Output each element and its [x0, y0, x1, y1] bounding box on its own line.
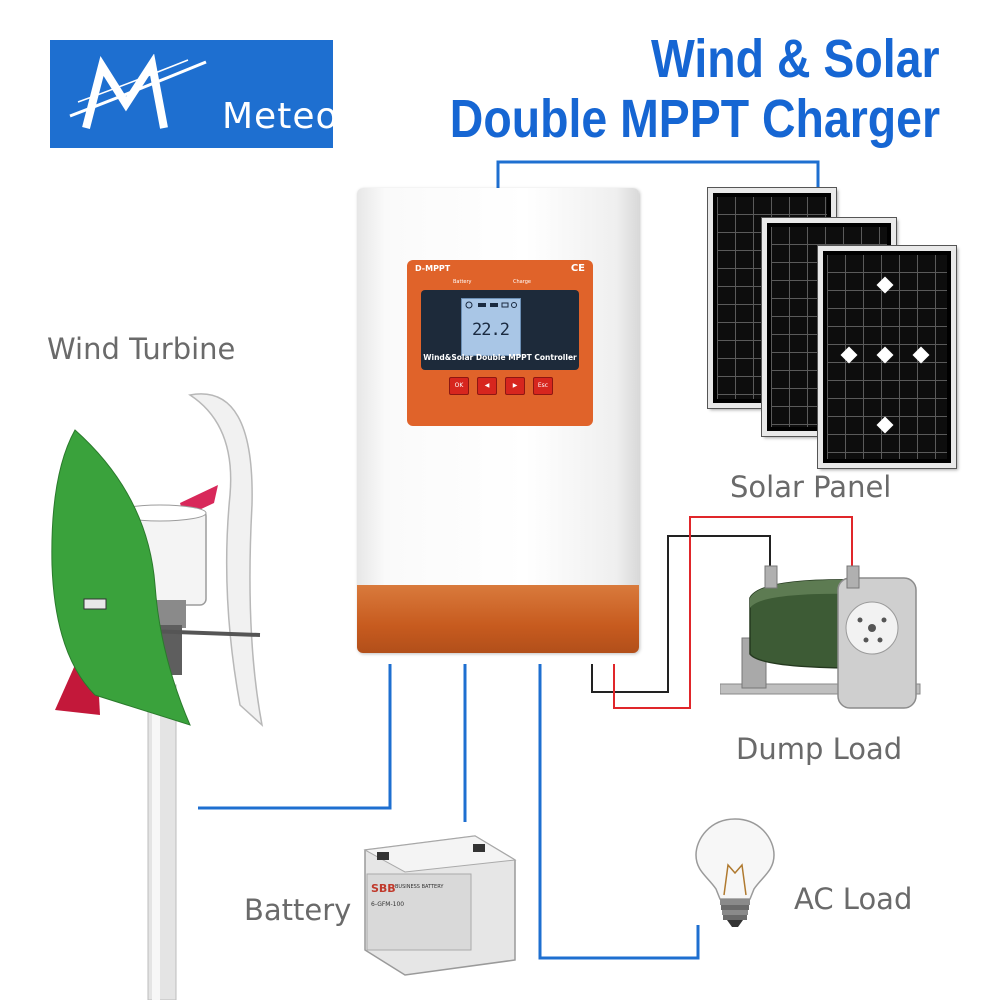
label-wind-turbine: Wind Turbine — [47, 332, 236, 366]
lcd-status-icons — [465, 301, 517, 309]
wire-solar — [496, 160, 820, 188]
controller-caption: Wind&Solar Double MPPT Controller — [423, 353, 577, 362]
label-solar-panel: Solar Panel — [730, 470, 892, 504]
display-frame: 22.2 — [421, 290, 579, 370]
wind-turbine — [51, 393, 264, 1000]
label-ac-load: AC Load — [794, 882, 913, 916]
wire-turbine — [198, 664, 392, 810]
meteor-logo-mark — [69, 54, 207, 129]
battery-brand-tag: BUSINESS BATTERY — [395, 884, 444, 890]
controller-panel: D-MPPT CE Battery Charge 22.2 Wind&Solar… — [407, 260, 593, 426]
controller-model: D-MPPT — [415, 264, 451, 273]
brand-name: Meteor — [222, 96, 355, 137]
esc-button[interactable]: Esc — [533, 377, 553, 395]
lcd-screen: 22.2 — [461, 298, 521, 356]
wire-dump-red — [613, 516, 853, 709]
ce-mark: CE — [570, 263, 585, 274]
ok-button[interactable]: OK — [449, 377, 469, 395]
solar-panel-3 — [817, 245, 957, 469]
battery-indicator-label: Battery — [453, 279, 472, 285]
charge-controller: D-MPPT CE Battery Charge 22.2 Wind&Solar… — [357, 188, 639, 653]
light-bulb — [695, 818, 775, 927]
battery-unit: SBB BUSINESS BATTERY 6-GFM-100 — [363, 835, 517, 976]
label-dump-load: Dump Load — [736, 732, 903, 766]
left-button[interactable]: ◀ — [477, 377, 497, 395]
dump-load-resistor — [720, 565, 921, 709]
battery-model: 6-GFM-100 — [371, 901, 404, 908]
lcd-readout: 22.2 — [472, 320, 510, 340]
wire-dump-black — [591, 535, 771, 693]
label-battery: Battery — [244, 893, 352, 927]
battery-brand: SBB — [371, 882, 396, 895]
charge-indicator-label: Charge — [513, 279, 531, 285]
title-line-1: Wind & Solar — [651, 29, 940, 89]
title-line-2: Double MPPT Charger — [449, 89, 940, 149]
controller-base — [357, 585, 639, 653]
wire-ac-load — [538, 664, 700, 960]
brand-logo: Meteor — [50, 40, 353, 148]
right-button[interactable]: ▶ — [505, 377, 525, 395]
